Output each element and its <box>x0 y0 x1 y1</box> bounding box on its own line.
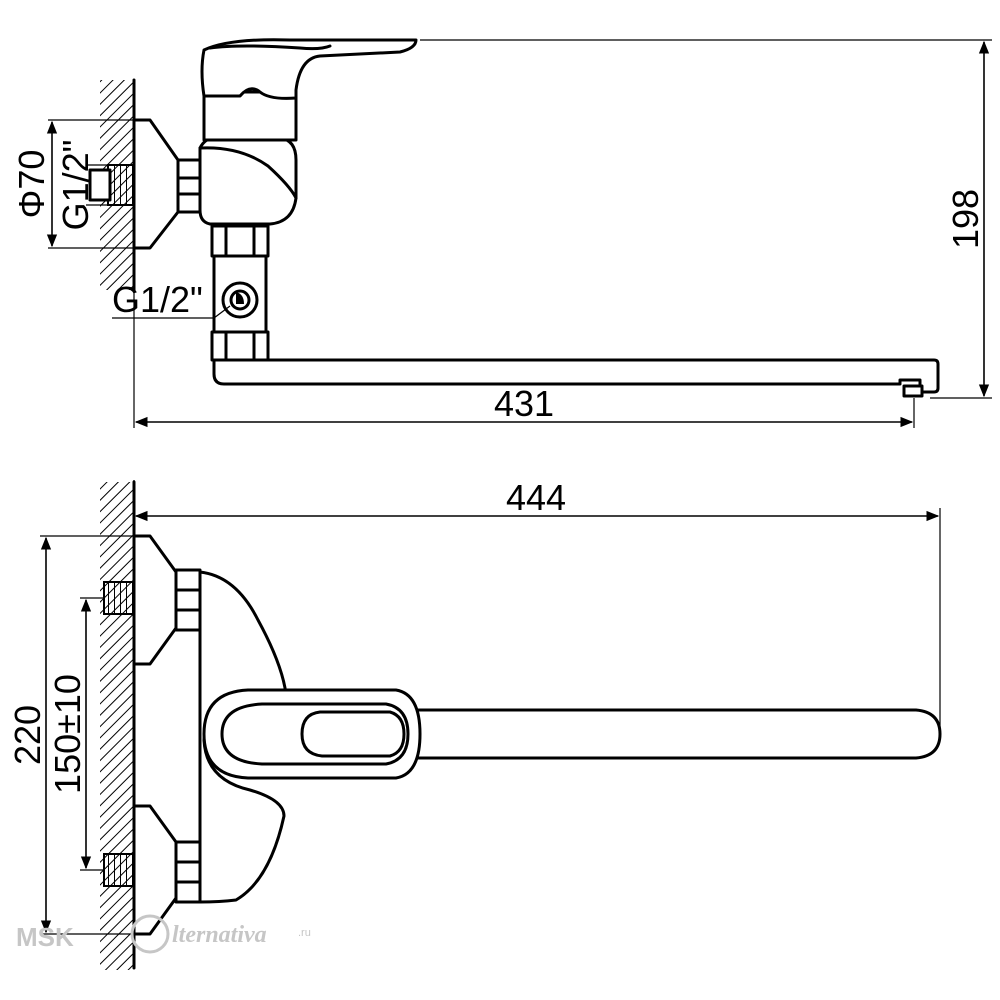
connection-nut-upper <box>174 568 202 632</box>
label-centers: 150±10 <box>47 674 88 794</box>
lever-front-grip <box>300 710 406 758</box>
connection-nut-lower <box>174 840 202 904</box>
watermark-emblem-icon <box>130 914 170 954</box>
label-length-top: 431 <box>494 383 554 424</box>
front-view: 444 220 150±10 <box>7 477 942 970</box>
dim-diameter-group: Φ70 <box>11 119 134 249</box>
watermark-logo: MSK lternativa .ru <box>16 914 311 954</box>
wall-flange-lower <box>132 804 178 936</box>
connection-nut-top <box>176 158 202 214</box>
diverter-nut-upper <box>210 224 270 258</box>
spout-front <box>402 708 942 760</box>
watermark-script: lternativa <box>172 922 267 948</box>
dim-length-top-group: 431 <box>133 290 915 428</box>
label-height-front: 220 <box>7 705 48 765</box>
inlet-thread <box>107 164 137 206</box>
inlet-thread-lower <box>103 853 137 887</box>
top-view: Φ70 G1/2" G1/2" 198 431 <box>11 38 992 428</box>
dim-inlet-thread-group: G1/2" <box>55 140 110 231</box>
spout <box>212 358 940 394</box>
wall-flange <box>132 118 180 250</box>
label-diameter: Φ70 <box>11 150 52 219</box>
label-height-top: 198 <box>945 189 986 249</box>
wall-flange-upper <box>132 534 178 666</box>
dim-height-front-group: 220 <box>7 535 134 935</box>
inlet-thread-upper <box>103 581 137 615</box>
dim-centers-group: 150±10 <box>47 597 104 871</box>
inlet-stub <box>88 168 112 202</box>
dim-height-group: 198 <box>420 39 992 399</box>
mixer-body-front <box>198 570 292 904</box>
dim-length-front-group: 444 <box>133 477 941 734</box>
dim-outlet-thread-group: G1/2" <box>112 279 231 320</box>
label-length-front: 444 <box>506 477 566 518</box>
watermark-suffix: .ru <box>298 927 311 939</box>
lever-handle <box>200 38 418 100</box>
aerator <box>902 384 924 398</box>
label-inlet-thread: G1/2" <box>55 140 96 231</box>
wall-hatch-front <box>100 482 134 970</box>
label-outlet-thread: G1/2" <box>112 279 203 320</box>
watermark-prefix: MSK <box>16 922 74 952</box>
diverter-nut-lower <box>210 330 270 362</box>
